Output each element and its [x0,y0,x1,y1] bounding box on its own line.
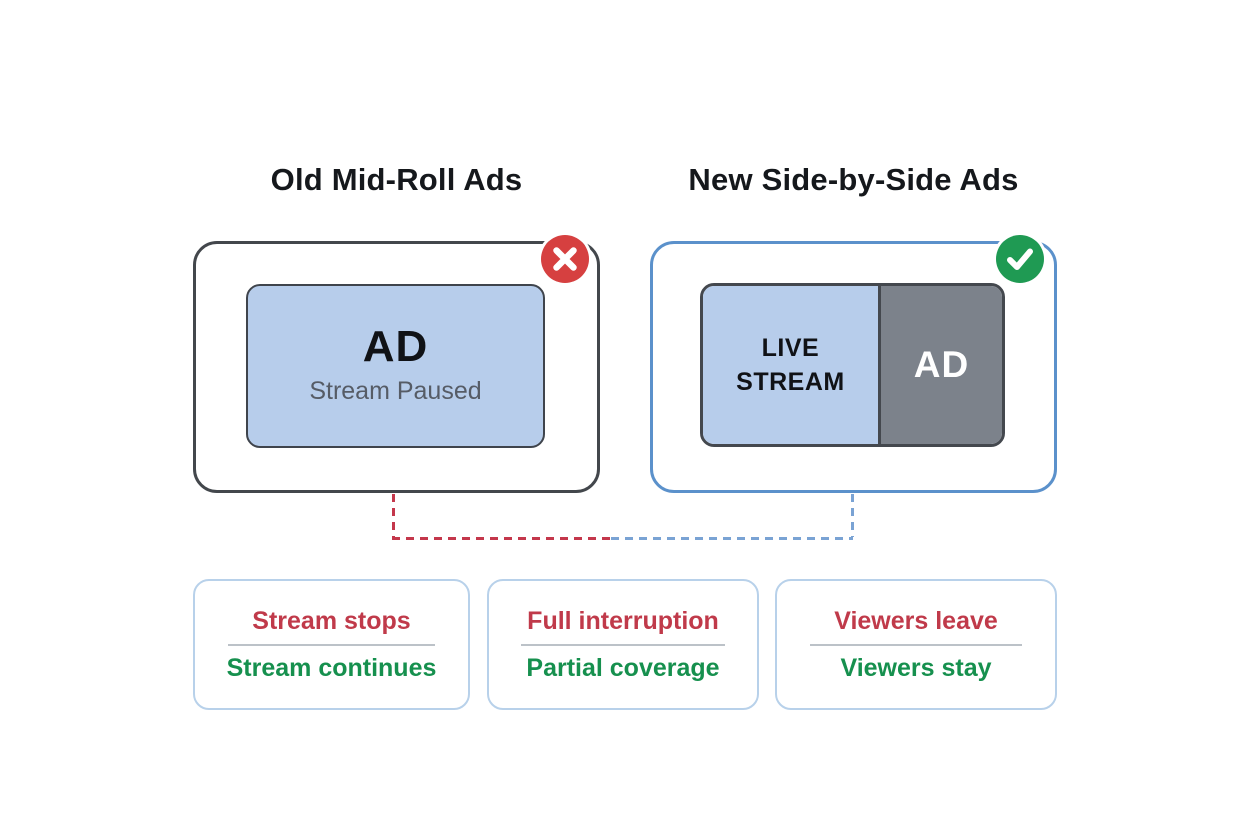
old-midroll-title: Old Mid-Roll Ads [270,162,523,197]
connector-horizontal-blue-line [611,537,853,540]
card-divider [521,643,725,646]
old-connector-vertical-line [392,494,395,539]
positive-outcome-label: Viewers stay [840,653,992,682]
card-divider [227,643,436,646]
check-icon [996,235,1044,283]
negative-outcome-label: Stream stops [252,606,411,635]
x-icon [541,235,589,283]
negative-outcome-label: Viewers leave [834,606,998,635]
old-ad-overlay-box: AD Stream Paused [246,284,545,448]
live-stream-label: LIVE STREAM [736,334,845,396]
side-ad-region: AD [877,286,1002,444]
positive-outcome-label: Partial coverage [526,653,720,682]
new-sidebyside-title: New Side-by-Side Ads [688,162,1019,197]
live-stream-region: LIVE STREAM [703,286,878,444]
check-badge [996,235,1044,283]
card-divider [810,643,1022,646]
comparison-card-stream: Stream stops Stream continues [193,579,470,710]
side-ad-label: AD [913,344,970,385]
comparison-card-interruption: Full interruption Partial coverage [487,579,759,710]
split-screen-box: LIVE STREAM AD [700,283,1005,447]
connector-horizontal-red-line [392,537,611,540]
negative-outcome-label: Full interruption [527,606,719,635]
x-badge [541,235,589,283]
new-connector-vertical-line [851,494,854,537]
stream-paused-label: Stream Paused [309,377,482,405]
old-ad-label: AD [362,322,429,371]
comparison-card-viewers: Viewers leave Viewers stay [775,579,1057,710]
positive-outcome-label: Stream continues [226,653,437,682]
